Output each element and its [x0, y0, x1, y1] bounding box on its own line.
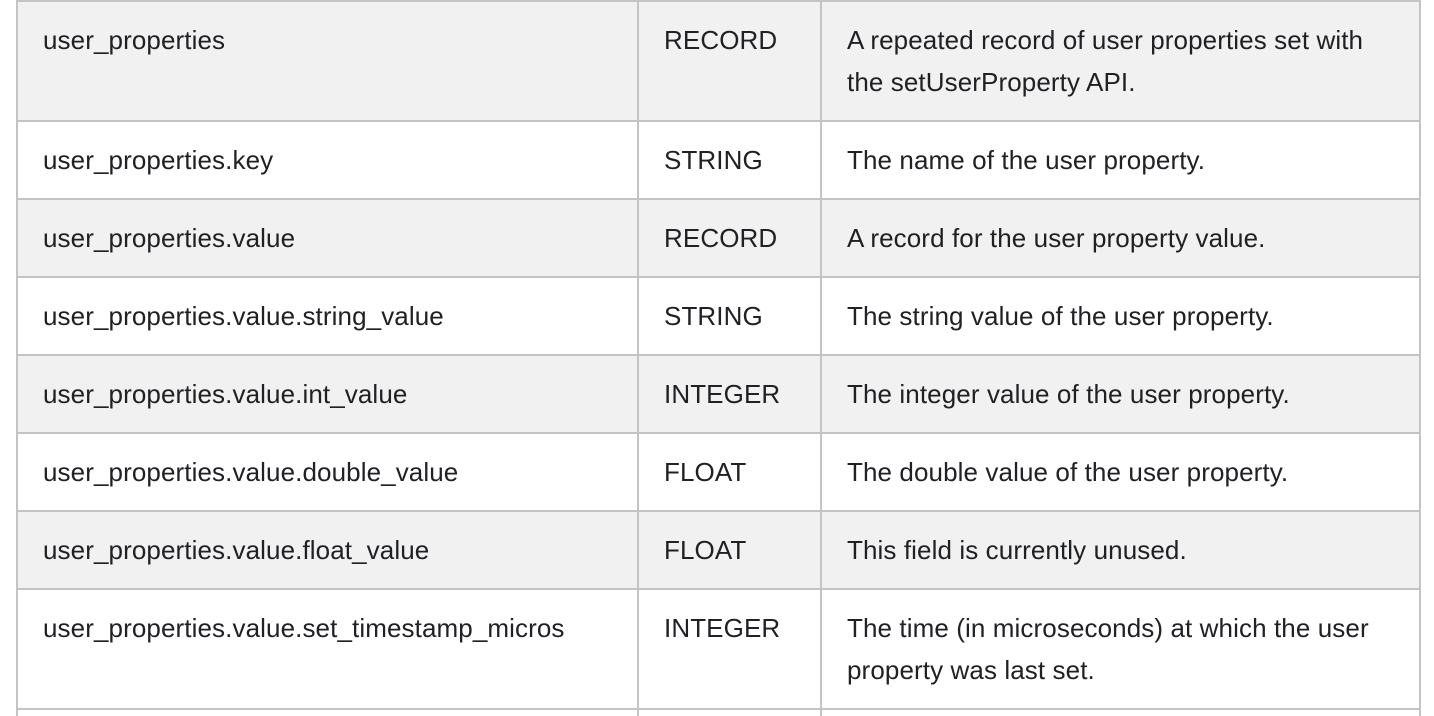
- table-row: user_properties.value.string_value STRIN…: [16, 276, 1421, 356]
- schema-table-container: user_properties RECORD A repeated record…: [16, 0, 1421, 716]
- table-row-partial-bottom: [16, 708, 1421, 716]
- field-type-cell: STRING: [637, 120, 822, 200]
- field-description-cell: A record for the user property value.: [820, 198, 1421, 278]
- field-description-cell: The time (in microseconds) at which the …: [820, 588, 1421, 710]
- field-type-cell: INTEGER: [637, 588, 822, 710]
- field-description-cell: The name of the user property.: [820, 120, 1421, 200]
- field-description-cell: This field is currently unused.: [820, 510, 1421, 590]
- field-name-cell: user_properties: [16, 0, 639, 122]
- field-name-cell: user_properties.value: [16, 198, 639, 278]
- field-type-cell: STRING: [637, 276, 822, 356]
- field-description-cell: The string value of the user property.: [820, 276, 1421, 356]
- field-type-cell: RECORD: [637, 0, 822, 122]
- table-row: user_properties.key STRING The name of t…: [16, 120, 1421, 200]
- field-type-cell: FLOAT: [637, 432, 822, 512]
- field-name-cell: user_properties.value.float_value: [16, 510, 639, 590]
- field-description-cell: The double value of the user property.: [820, 432, 1421, 512]
- field-name-cell: user_properties.key: [16, 120, 639, 200]
- field-type-cell: FLOAT: [637, 510, 822, 590]
- field-name-cell: user_properties.value.int_value: [16, 354, 639, 434]
- table-row: user_properties.value.float_value FLOAT …: [16, 510, 1421, 590]
- field-type-cell: INTEGER: [637, 354, 822, 434]
- schema-table: user_properties RECORD A repeated record…: [16, 0, 1421, 716]
- field-name-cell: user_properties.value.double_value: [16, 432, 639, 512]
- field-name-cell: user_properties.value.string_value: [16, 276, 639, 356]
- field-description-cell: The integer value of the user property.: [820, 354, 1421, 434]
- table-row: user_properties.value.int_value INTEGER …: [16, 354, 1421, 434]
- table-row: user_properties.value.set_timestamp_micr…: [16, 588, 1421, 710]
- table-row: user_properties RECORD A repeated record…: [16, 0, 1421, 122]
- table-row: user_properties.value RECORD A record fo…: [16, 198, 1421, 278]
- table-row: user_properties.value.double_value FLOAT…: [16, 432, 1421, 512]
- field-type-cell: RECORD: [637, 198, 822, 278]
- field-name-cell: user_properties.value.set_timestamp_micr…: [16, 588, 639, 710]
- field-description-cell: A repeated record of user properties set…: [820, 0, 1421, 122]
